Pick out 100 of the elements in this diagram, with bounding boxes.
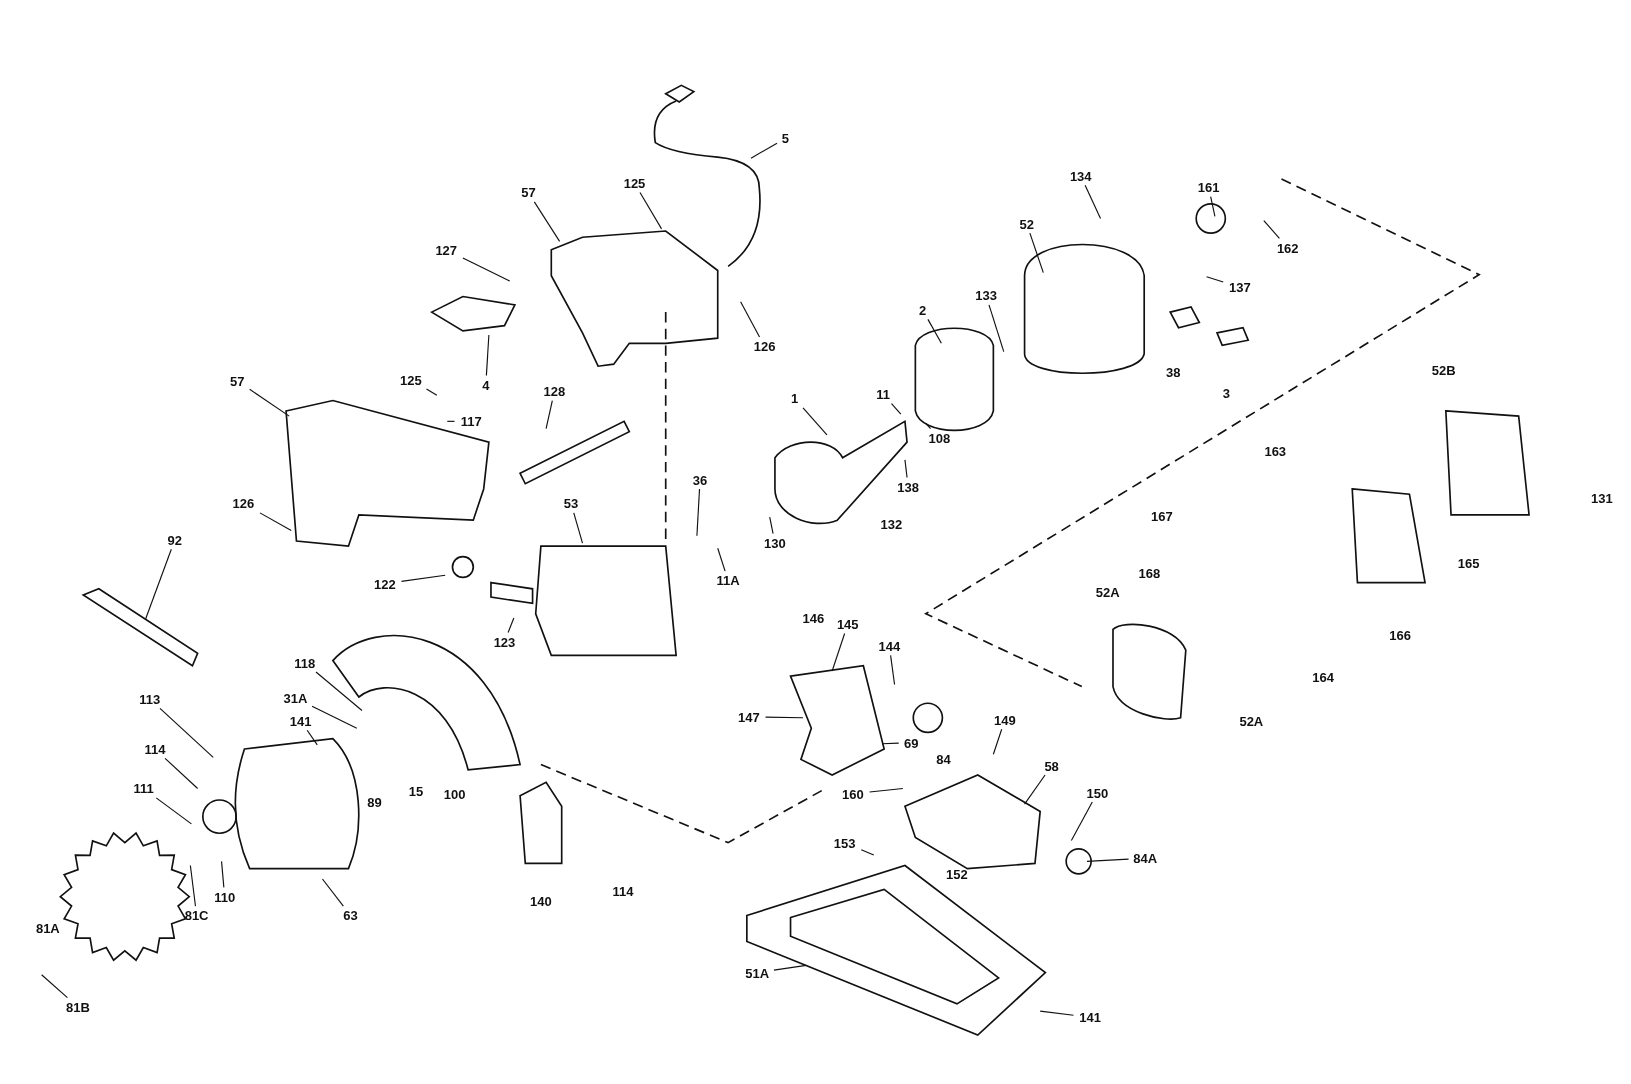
leader-line xyxy=(155,797,192,825)
callout-number: 36 xyxy=(692,472,708,487)
callout-number: 52 xyxy=(1019,216,1034,232)
leader-line xyxy=(869,787,904,793)
callout-number: 130 xyxy=(764,535,786,551)
leader-line xyxy=(573,512,584,544)
callout-number: 111 xyxy=(133,780,154,796)
callout-number: 168 xyxy=(1138,565,1161,581)
callout-number: 118 xyxy=(294,655,316,671)
callout-number: 5 xyxy=(781,130,789,146)
callout-number: 141 xyxy=(289,713,312,729)
leader-line xyxy=(1024,774,1046,805)
callout-number: 123 xyxy=(493,634,516,650)
leader-line xyxy=(696,488,701,537)
callout-number: 100 xyxy=(443,786,466,802)
callout-number: 165 xyxy=(1457,555,1480,571)
callout-number: 146 xyxy=(802,610,825,626)
callout-number: 132 xyxy=(880,516,903,532)
callout-number: 161 xyxy=(1197,179,1220,195)
callout-number: 140 xyxy=(530,893,552,909)
callout-number: 164 xyxy=(1312,669,1334,685)
leader-line xyxy=(1084,184,1102,220)
callout-number: 125 xyxy=(623,175,646,191)
leader-line xyxy=(904,459,908,479)
leader-line xyxy=(769,516,774,535)
callout-number: 133 xyxy=(975,287,997,303)
callout-number: 141 xyxy=(1079,1009,1101,1025)
callout-number: 92 xyxy=(167,532,182,548)
leader-line xyxy=(485,334,490,377)
leader-line xyxy=(400,574,446,582)
callout-number: 4 xyxy=(482,377,490,393)
leader-line xyxy=(1086,858,1130,862)
leader-line xyxy=(259,512,292,532)
leader-line xyxy=(145,548,172,620)
leader-line xyxy=(802,407,828,436)
leader-line xyxy=(425,388,438,396)
leader-line xyxy=(927,318,942,344)
leader-line xyxy=(462,257,511,282)
callout-number: 52B xyxy=(1431,362,1456,378)
callout-number: 144 xyxy=(878,638,901,654)
callout-number: 51A xyxy=(745,965,770,981)
leader-line xyxy=(765,716,804,719)
callout-number: 163 xyxy=(1264,443,1287,459)
leader-line xyxy=(988,304,1005,353)
leader-line xyxy=(992,728,1003,755)
leader-line xyxy=(890,654,896,686)
callout-number: 137 xyxy=(1229,279,1251,295)
leader-line xyxy=(311,705,358,729)
callout-number: 153 xyxy=(833,835,856,851)
callout-number: 63 xyxy=(343,907,358,923)
callout-number: 81A xyxy=(35,920,60,936)
leader-line xyxy=(159,707,214,758)
callout-number: 31A xyxy=(283,690,308,706)
callout-number: 108 xyxy=(928,430,951,446)
callout-number: 53 xyxy=(563,495,579,511)
callout-number: 114 xyxy=(144,741,166,757)
callout-number: 128 xyxy=(543,383,566,399)
callout-number: 3 xyxy=(1222,385,1230,401)
callout-number: 162 xyxy=(1276,240,1299,256)
callout-number: 52A xyxy=(1095,584,1120,600)
callout-number: 145 xyxy=(836,616,859,632)
callout-number: 81C xyxy=(184,907,209,923)
callout-number: 122 xyxy=(374,576,396,592)
leader-line xyxy=(890,403,902,415)
leader-line xyxy=(750,142,778,159)
leader-line xyxy=(249,388,290,417)
callout-number: 126 xyxy=(232,495,255,511)
callout-number: 117 xyxy=(460,413,482,429)
callout-number: 125 xyxy=(400,372,422,388)
callout-number: 57 xyxy=(229,373,245,389)
leader-line xyxy=(446,420,456,422)
leader-line xyxy=(773,964,807,971)
leader-line xyxy=(831,632,846,672)
leader-line xyxy=(860,849,875,856)
callout-number: 138 xyxy=(897,479,919,495)
leader-line xyxy=(740,301,761,338)
callout-number: 1 xyxy=(791,390,799,406)
leader-line xyxy=(189,864,196,907)
leader-line xyxy=(925,422,932,430)
leader-line xyxy=(533,201,561,242)
callout-number: 57 xyxy=(521,184,536,200)
leader-line xyxy=(717,547,726,572)
callout-number: 15 xyxy=(408,783,424,799)
leader-line xyxy=(321,878,344,907)
callout-number: 167 xyxy=(1151,508,1173,524)
callout-number: 147 xyxy=(738,709,760,725)
leader-line xyxy=(1039,1010,1075,1016)
callout-number: 38 xyxy=(1166,364,1181,380)
callout-number: 113 xyxy=(139,691,161,707)
callout-number: 11 xyxy=(876,386,890,402)
callout-number: 131 xyxy=(1591,490,1613,506)
callout-number: 84A xyxy=(1133,850,1158,866)
callout-number: 127 xyxy=(435,242,458,258)
leader-line xyxy=(639,191,663,230)
leader-line xyxy=(545,399,553,430)
callout-number: 11A xyxy=(716,572,740,588)
callout-number: 160 xyxy=(842,786,864,802)
leader-line xyxy=(1263,220,1280,239)
callout-number: 134 xyxy=(1069,168,1092,184)
callout-number: 166 xyxy=(1389,627,1411,642)
